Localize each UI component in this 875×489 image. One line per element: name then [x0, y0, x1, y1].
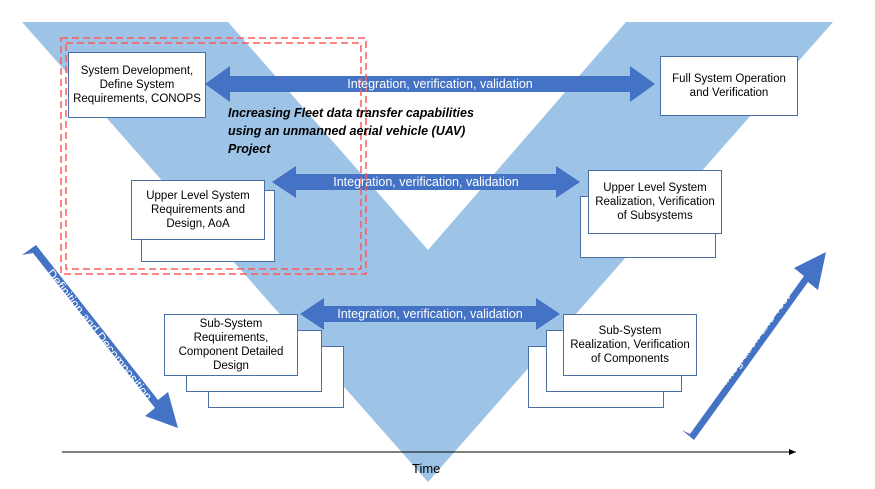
- upper-level-realization-box: Upper Level System Realization, Verifica…: [588, 170, 722, 234]
- upper-level-requirements-box: Upper Level System Requirements and Desi…: [131, 180, 265, 240]
- time-axis-label: Time: [412, 461, 441, 476]
- project-highlight-inner: [65, 42, 362, 270]
- right-diagonal-arrow: [682, 252, 826, 440]
- full-system-text: Full System Operation and Verification: [672, 73, 786, 99]
- subsystem-realization-text: Sub-System Realization, Verification of …: [570, 325, 690, 365]
- upper-level-realization-text: Upper Level System Realization, Verifica…: [595, 182, 715, 222]
- subsystem-requirements-text: Sub-System Requirements, Component Detai…: [178, 318, 284, 372]
- system-development-text: System Development, Define System Requir…: [73, 65, 201, 105]
- system-development-box: System Development, Define System Requir…: [68, 52, 206, 118]
- top-arrow-label: Integration, verification, validation: [347, 77, 533, 91]
- subsystem-realization-box: Sub-System Realization, Verification of …: [563, 314, 697, 376]
- bottom-arrow-label: Integration, verification, validation: [337, 307, 523, 321]
- subsystem-requirements-box: Sub-System Requirements, Component Detai…: [164, 314, 298, 376]
- project-title: Increasing Fleet data transfer capabilit…: [228, 106, 474, 156]
- upper-level-requirements-text: Upper Level System Requirements and Desi…: [146, 190, 250, 230]
- bottom-double-arrow: [300, 298, 560, 330]
- left-diagonal-arrow: [22, 245, 178, 428]
- top-double-arrow: [205, 66, 655, 102]
- project-highlight-outer: [60, 37, 367, 275]
- middle-arrow-label: Integration, verification, validation: [333, 175, 519, 189]
- v-shape: [22, 22, 833, 482]
- full-system-box: Full System Operation and Verification: [660, 56, 798, 116]
- middle-double-arrow: [272, 166, 580, 198]
